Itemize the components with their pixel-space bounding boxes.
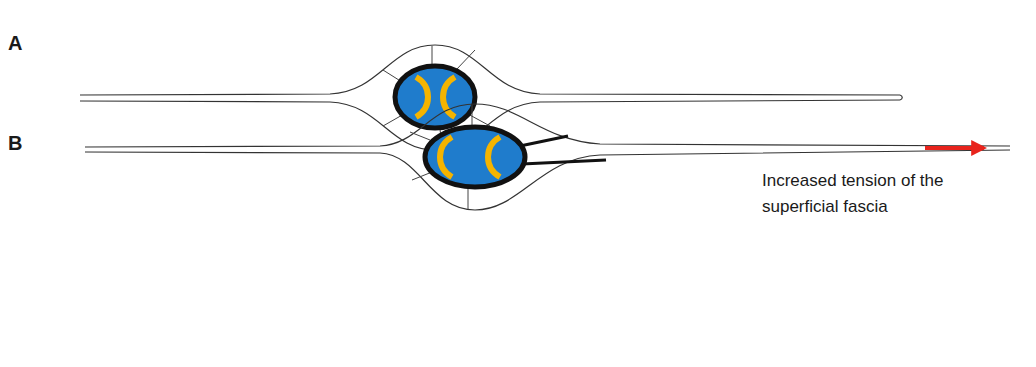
vessel <box>395 66 475 128</box>
fascia-layer <box>80 45 900 95</box>
vessel <box>425 127 525 187</box>
crescent <box>416 77 428 117</box>
annotation-text: Increased tension of the superficial fas… <box>762 168 987 219</box>
panel-letter: A <box>8 28 48 58</box>
panel-letter: B <box>8 128 48 158</box>
crescent <box>440 137 452 177</box>
tension-arrow <box>925 146 984 150</box>
stretched-septa <box>520 136 606 164</box>
fascia-layer <box>85 104 1010 147</box>
crescent <box>488 137 500 177</box>
panel-b-drawing <box>85 104 1010 210</box>
fascia-layer <box>900 95 902 100</box>
